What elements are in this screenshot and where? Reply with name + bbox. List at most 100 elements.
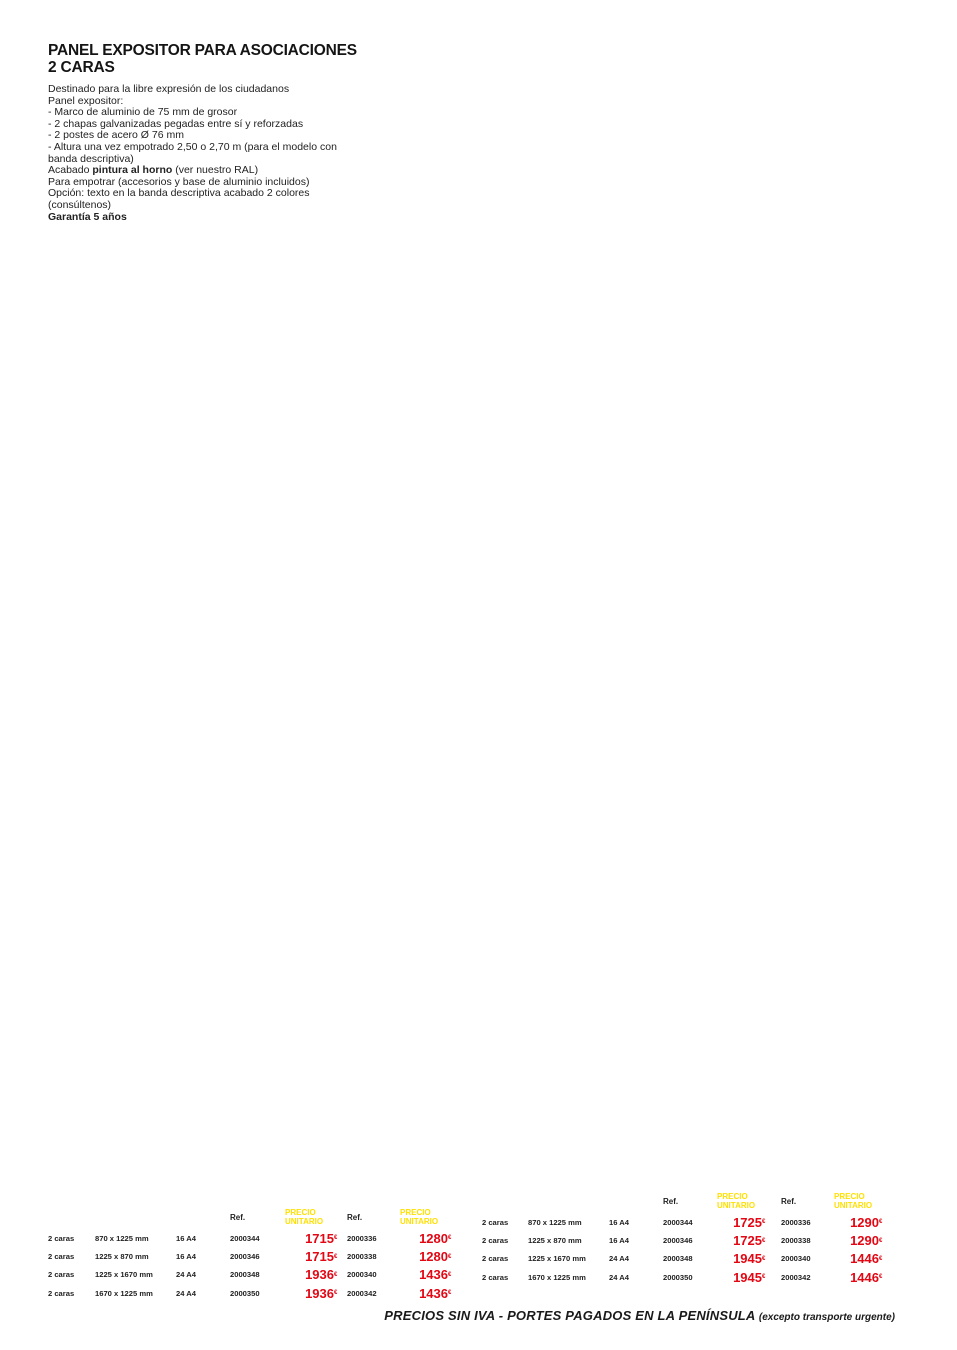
description-line: - Marco de aluminio de 75 mm de grosor [48,106,238,119]
currency-symbol: € [762,1237,766,1244]
currency-symbol: € [334,1235,338,1242]
currency-symbol: € [448,1290,452,1297]
finish-suffix: (ver nuestro RAL) [172,164,259,177]
ref-cell: 2000342 [781,1272,811,1282]
currency-symbol: € [762,1274,766,1281]
price-cell: 1945 [733,1251,762,1267]
description-line: Panel expositor: [48,94,124,107]
table-row: 2 caras 870 x 1225 mm 16 A4 2000344 1725… [482,1213,889,1231]
ref-header: Ref. [781,1196,797,1206]
price-cell: 1446 [850,1269,879,1285]
price-cell: 1936 [305,1267,334,1283]
product-title-line2: 2 CARAS [48,59,115,76]
footer-main-text: PRECIOS SIN IVA - PORTES PAGADOS EN LA P… [384,1308,756,1323]
price-cell: 1715 [305,1249,334,1265]
description-line: Destinado para la libre expresión de los… [48,83,290,95]
table-row: 2 caras 1225 x 870 mm 16 A4 2000346 1715… [48,1247,458,1265]
table-row: 2 caras 1225 x 1670 mm 24 A4 2000348 194… [482,1250,889,1268]
faces-cell: 2 caras [482,1217,509,1227]
capacity-cell: 16 A4 [609,1236,629,1246]
currency-symbol: € [879,1255,883,1262]
ref-cell: 2000350 [663,1272,693,1282]
currency-symbol: € [334,1290,338,1297]
table-row: 2 caras 1670 x 1225 mm 24 A4 2000350 194… [482,1268,889,1286]
ref-cell: 2000348 [663,1254,693,1264]
table-row: 2 caras 1225 x 1670 mm 24 A4 2000348 193… [48,1266,458,1284]
ref-cell: 2000336 [781,1217,811,1227]
price-cell: 1436 [419,1285,448,1301]
capacity-cell: 16 A4 [609,1217,629,1227]
faces-cell: 2 caras [482,1272,509,1282]
price-cell: 1715 [305,1230,334,1246]
capacity-cell: 24 A4 [609,1272,629,1282]
size-cell: 1225 x 870 mm [95,1252,149,1262]
size-cell: 870 x 1225 mm [528,1217,582,1227]
price-cell: 1936 [305,1285,334,1301]
table-row: 2 caras 870 x 1225 mm 16 A4 2000344 1715… [48,1229,458,1247]
ref-cell: 2000338 [347,1252,377,1262]
table-row: 2 caras 1225 x 870 mm 16 A4 2000346 1725… [482,1231,889,1249]
faces-cell: 2 caras [482,1236,509,1246]
size-cell: 1225 x 870 mm [528,1236,582,1246]
size-cell: 1225 x 1670 mm [528,1254,586,1264]
faces-cell: 2 caras [48,1288,75,1298]
product-description: Destinado para la libre expresión de los… [48,83,348,224]
price-cell: 1436 [419,1267,448,1283]
table-row: 2 caras 1670 x 1225 mm 24 A4 2000350 193… [48,1284,458,1302]
warranty-text: Garantía 5 años [48,210,127,223]
ref-header: Ref. [347,1212,363,1222]
faces-cell: 2 caras [48,1233,75,1243]
currency-symbol: € [448,1271,452,1278]
currency-symbol: € [334,1253,338,1260]
faces-cell: 2 caras [482,1254,509,1264]
ref-header: Ref. [663,1196,679,1206]
description-line: - Altura una vez empotrado 2,50 o 2,70 m… [48,140,337,165]
description-line: Para empotrar (accesorios y base de alum… [48,175,310,188]
price-cell: 1290 [850,1214,879,1230]
currency-symbol: € [334,1271,338,1278]
faces-cell: 2 caras [48,1270,75,1280]
currency-symbol: € [762,1219,766,1226]
ref-cell: 2000350 [230,1288,260,1298]
size-cell: 1670 x 1225 mm [95,1288,153,1298]
faces-cell: 2 caras [48,1252,75,1262]
ref-cell: 2000342 [347,1288,377,1298]
size-cell: 870 x 1225 mm [95,1233,149,1243]
ref-cell: 2000346 [230,1252,260,1262]
price-cell: 1446 [850,1251,879,1267]
currency-symbol: € [879,1237,883,1244]
description-line: Opción: texto en la banda descriptiva ac… [48,187,310,211]
ref-cell: 2000348 [230,1270,260,1280]
ref-cell: 2000344 [663,1217,693,1227]
price-cell: 1725 [733,1233,762,1249]
price-cell: 1280 [419,1230,448,1246]
price-cell: 1725 [733,1214,762,1230]
finish-line: Acabado pintura al horno (ver nuestro RA… [48,164,348,177]
ref-cell: 2000344 [230,1233,260,1243]
description-line: - 2 chapas galvanizadas pegadas entre sí… [48,117,304,130]
ref-cell: 2000338 [781,1236,811,1246]
size-cell: 1670 x 1225 mm [528,1272,586,1282]
product-title-line1: PANEL EXPOSITOR PARA ASOCIACIONES [48,42,357,59]
currency-symbol: € [448,1235,452,1242]
footer-small-text: (excepto transporte urgente) [758,1312,895,1323]
capacity-cell: 24 A4 [609,1254,629,1264]
ref-cell: 2000340 [347,1270,377,1280]
finish-bold: pintura al horno [92,164,173,177]
capacity-cell: 24 A4 [176,1270,196,1280]
price-cell: 1280 [419,1249,448,1265]
finish-prefix: Acabado [48,164,93,177]
price-cell: 1945 [733,1269,762,1285]
ref-cell: 2000346 [663,1236,693,1246]
ref-cell: 2000340 [781,1254,811,1264]
warranty: Garantía 5 años [48,210,348,224]
price-cell: 1290 [850,1233,879,1249]
currency-symbol: € [448,1253,452,1260]
